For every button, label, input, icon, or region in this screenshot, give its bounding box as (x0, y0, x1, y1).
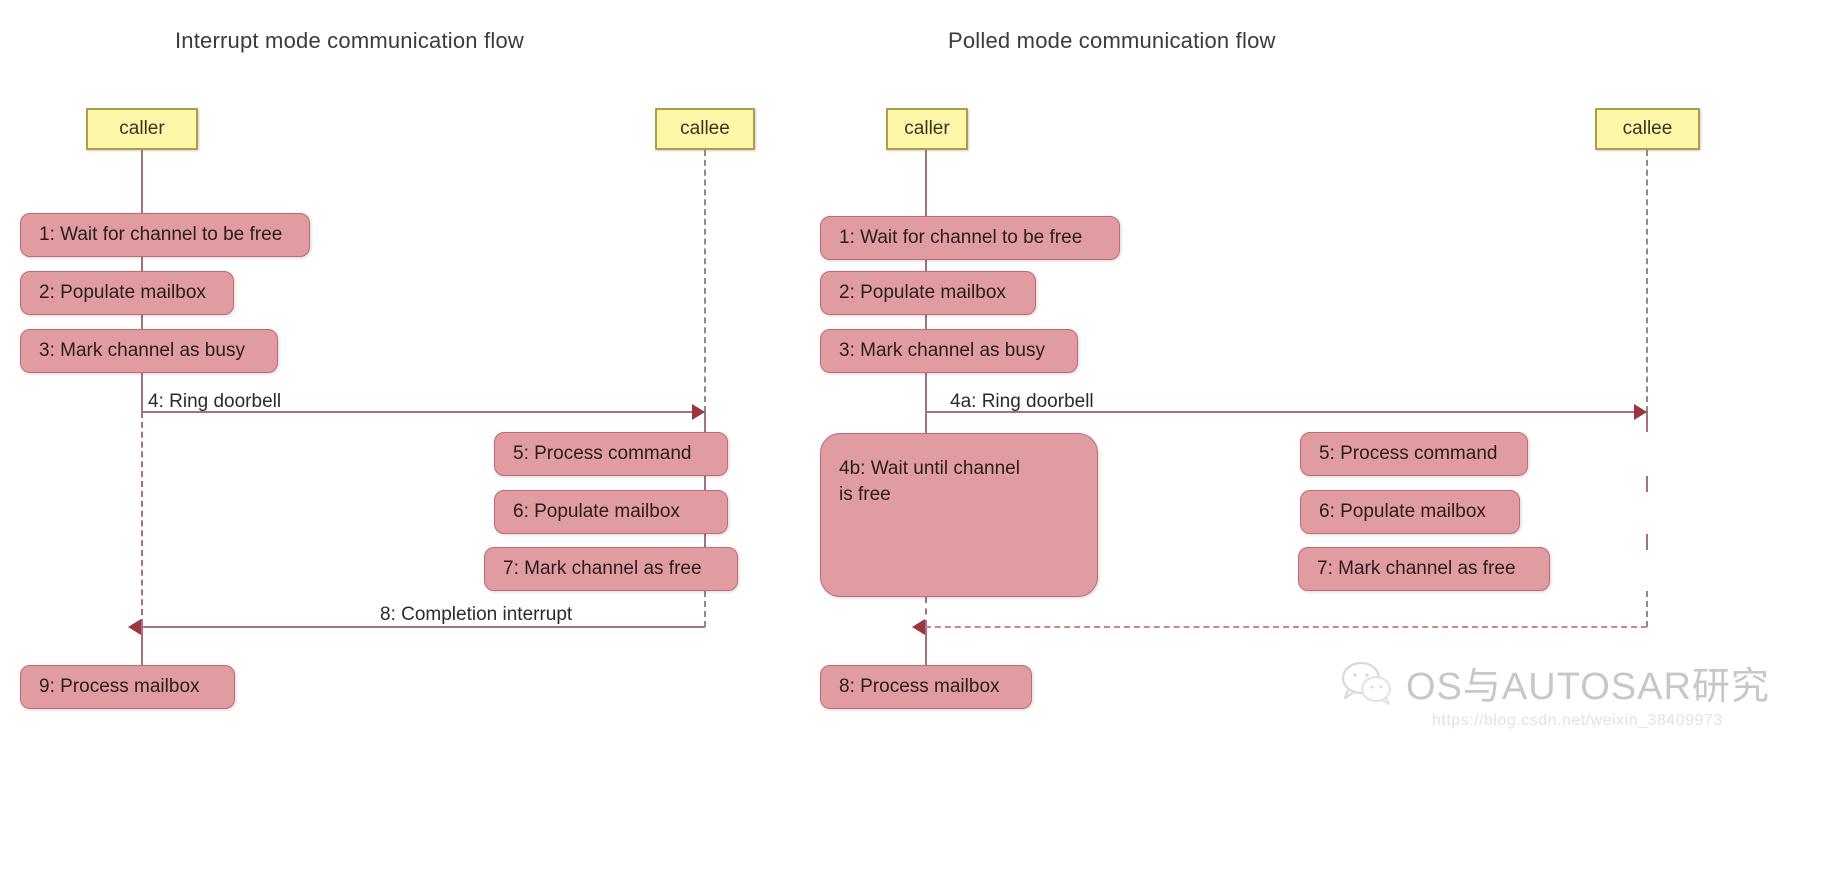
step-box-interrupt-caller-1: 1: Wait for channel to be free (20, 213, 310, 257)
lifeline-callee-polled-seg1 (1646, 476, 1648, 492)
arrow-head-interrupt-4 (692, 404, 705, 420)
message-line-polled-return (925, 626, 1647, 628)
lifeline-callee-interrupt-seg1 (704, 476, 706, 492)
arrow-head-interrupt-8 (128, 619, 141, 635)
lifeline-callee-polled-dashed-lower (1646, 591, 1648, 627)
lifeline-callee-polled-seg2 (1646, 534, 1648, 550)
step-box-polled-caller-1: 1: Wait for channel to be free (820, 216, 1120, 260)
watermark-text: OS与AUTOSAR研究 (1406, 666, 1770, 708)
step-box-polled-caller-4b: 4b: Wait until channel is free (820, 433, 1098, 597)
lifeline-caller-polled-upper (925, 150, 927, 217)
step-box-polled-caller-8: 8: Process mailbox (820, 665, 1032, 709)
lifeline-head-caller-polled: caller (886, 108, 968, 150)
step-box-interrupt-caller-3: 3: Mark channel as busy (20, 329, 278, 373)
lifeline-caller-polled-lower (925, 626, 927, 666)
message-line-interrupt-4 (141, 411, 705, 413)
message-label-interrupt-8: 8: Completion interrupt (380, 604, 573, 625)
watermark-url: https://blog.csdn.net/weixin_38409973 (1432, 712, 1723, 729)
lifeline-callee-polled-seg0 (1646, 412, 1648, 432)
arrow-head-polled-return (912, 619, 925, 635)
step-box-interrupt-caller-9: 9: Process mailbox (20, 665, 235, 709)
lifeline-caller-interrupt-seg2 (141, 313, 143, 333)
step-box-polled-callee-6: 6: Populate mailbox (1300, 490, 1520, 534)
arrow-head-polled-4a (1634, 404, 1647, 420)
lifeline-callee-interrupt-seg0 (704, 412, 706, 432)
step-box-interrupt-callee-7: 7: Mark channel as free (484, 547, 738, 591)
diagram-title-interrupt: Interrupt mode communication flow (175, 28, 524, 53)
lifeline-callee-interrupt-dashed-upper (704, 150, 706, 412)
step-box-interrupt-caller-2: 2: Populate mailbox (20, 271, 234, 315)
step-box-polled-caller-3: 3: Mark channel as busy (820, 329, 1078, 373)
lifeline-callee-interrupt-dashed-lower (704, 591, 706, 627)
lifeline-caller-polled-dashed (925, 597, 927, 626)
message-label-interrupt-4: 4: Ring doorbell (148, 391, 282, 412)
step-box-interrupt-callee-6: 6: Populate mailbox (494, 490, 728, 534)
message-label-polled-4a: 4a: Ring doorbell (950, 391, 1094, 412)
lifeline-caller-polled-seg1 (925, 260, 927, 274)
watermark: OS与AUTOSAR研究 (1340, 655, 1770, 710)
step-box-interrupt-callee-5: 5: Process command (494, 432, 728, 476)
lifeline-callee-polled-dashed-upper (1646, 150, 1648, 412)
lifeline-caller-polled-seg2 (925, 314, 927, 329)
lifeline-head-callee-polled: callee (1595, 108, 1700, 150)
wechat-logo-icon (1340, 659, 1394, 707)
lifeline-caller-interrupt-dashed (141, 412, 143, 625)
lifeline-head-callee-interrupt: callee (655, 108, 755, 150)
lifeline-caller-polled-seg3 (925, 373, 927, 433)
diagram-title-polled: Polled mode communication flow (948, 28, 1276, 53)
lifeline-caller-interrupt-lower (141, 625, 143, 665)
lifeline-caller-interrupt-upper (141, 150, 143, 220)
lifeline-head-caller-interrupt: caller (86, 108, 198, 150)
lifeline-callee-interrupt-seg2 (704, 534, 706, 550)
step-box-polled-callee-7: 7: Mark channel as free (1298, 547, 1550, 591)
step-box-polled-callee-5: 5: Process command (1300, 432, 1528, 476)
message-line-interrupt-8 (141, 626, 705, 628)
step-box-polled-caller-2: 2: Populate mailbox (820, 271, 1036, 315)
lifeline-caller-interrupt-seg3 (141, 372, 143, 412)
message-line-polled-4a (925, 411, 1647, 413)
lifeline-caller-interrupt-seg1 (141, 255, 143, 275)
